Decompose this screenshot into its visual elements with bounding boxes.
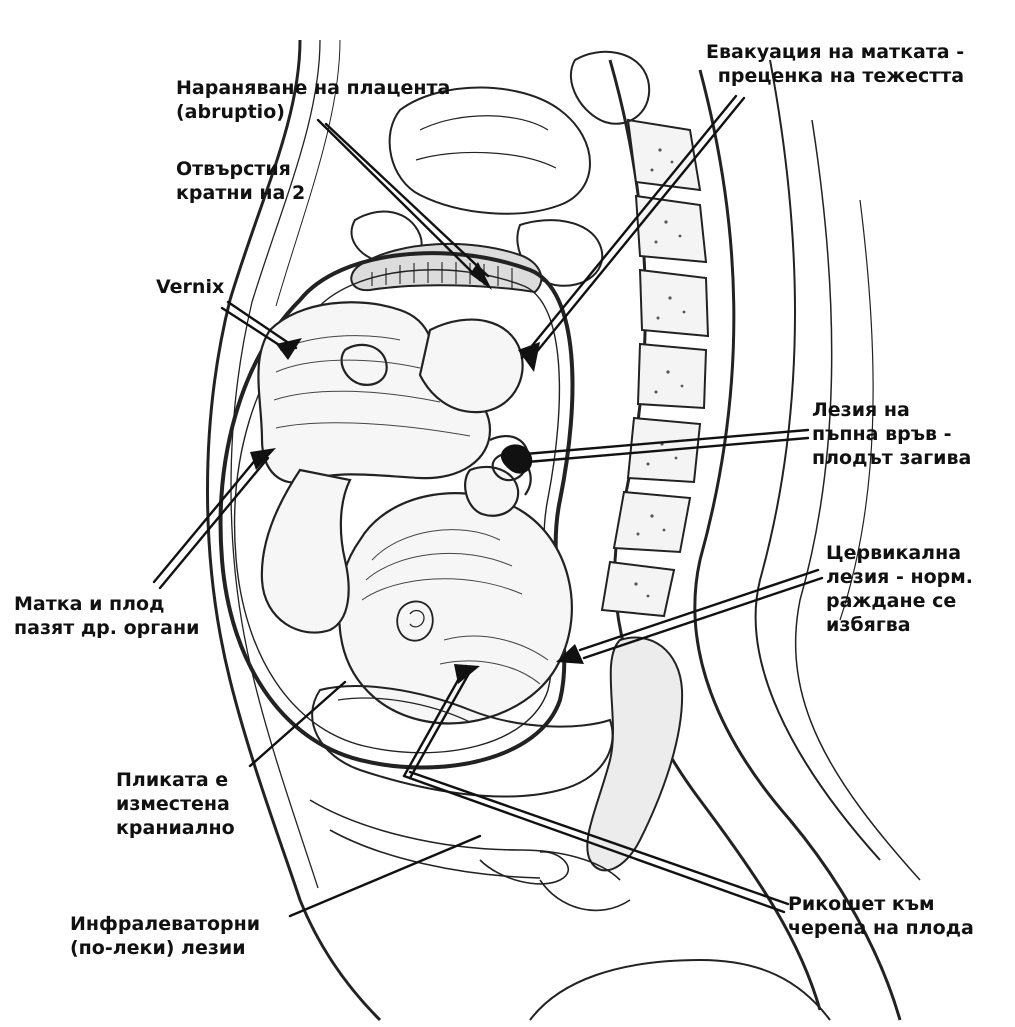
label-cervical-lesion: Цервикална лезия - норм. раждане се избя… bbox=[826, 541, 973, 637]
label-line: избягва bbox=[826, 613, 973, 637]
label-umbilical-cord-lesion: Лезия на пъпна връв - плодът загива bbox=[812, 398, 971, 470]
label-line: Матка и плод bbox=[14, 592, 199, 616]
label-line: Цервикална bbox=[826, 541, 973, 565]
label-line: изместена bbox=[116, 792, 235, 816]
fetal-hand bbox=[465, 467, 518, 516]
label-line: Инфралеваторни bbox=[70, 912, 260, 936]
label-line: пъпна връв - bbox=[812, 422, 971, 446]
label-infralevator-lesions: Инфралеваторни (по-леки) лезии bbox=[70, 912, 260, 960]
label-line: Нараняване на плацента bbox=[176, 76, 450, 100]
label-line: лезия - норм. bbox=[826, 565, 973, 589]
rectum bbox=[587, 637, 682, 870]
label-line: Лезия на bbox=[812, 398, 971, 422]
fetal-leg bbox=[262, 470, 350, 633]
label-wound-openings: Отвърстия кратни на 2 bbox=[176, 157, 305, 205]
label-ricochet-to-skull: Рикошет към черепа на плода bbox=[788, 892, 974, 940]
label-line: краниално bbox=[116, 816, 235, 840]
label-uterus-evacuation: Евакуация на матката - преценка на тежес… bbox=[706, 40, 964, 88]
label-line: Евакуация на матката - bbox=[706, 40, 964, 64]
label-line: преценка на тежестта bbox=[706, 64, 964, 88]
label-line: (по-леки) лезии bbox=[70, 936, 260, 960]
label-line: Отвърстия bbox=[176, 157, 305, 181]
fetal-ear bbox=[397, 601, 433, 640]
label-line: пазят др. органи bbox=[14, 616, 199, 640]
label-line: (abruptio) bbox=[176, 100, 450, 124]
label-line: кратни на 2 bbox=[176, 181, 305, 205]
fetus bbox=[258, 302, 571, 723]
label-line: черепа на плода bbox=[788, 916, 974, 940]
label-line: плодът загива bbox=[812, 446, 971, 470]
label-line: Пликата е bbox=[116, 768, 235, 792]
placenta bbox=[351, 244, 541, 292]
label-vernix: Vernix bbox=[156, 275, 224, 299]
label-bladder-displaced: Пликата е изместена краниално bbox=[116, 768, 235, 840]
fetal-head bbox=[339, 493, 572, 723]
label-line: Vernix bbox=[156, 275, 224, 299]
label-line: раждане се bbox=[826, 589, 973, 613]
label-line: Рикошет към bbox=[788, 892, 974, 916]
label-placenta-injury: Нараняване на плацента (abruptio) bbox=[176, 76, 450, 124]
label-uterus-protects-organs: Матка и плод пазят др. органи bbox=[14, 592, 199, 640]
pelvis-lines bbox=[310, 800, 630, 910]
